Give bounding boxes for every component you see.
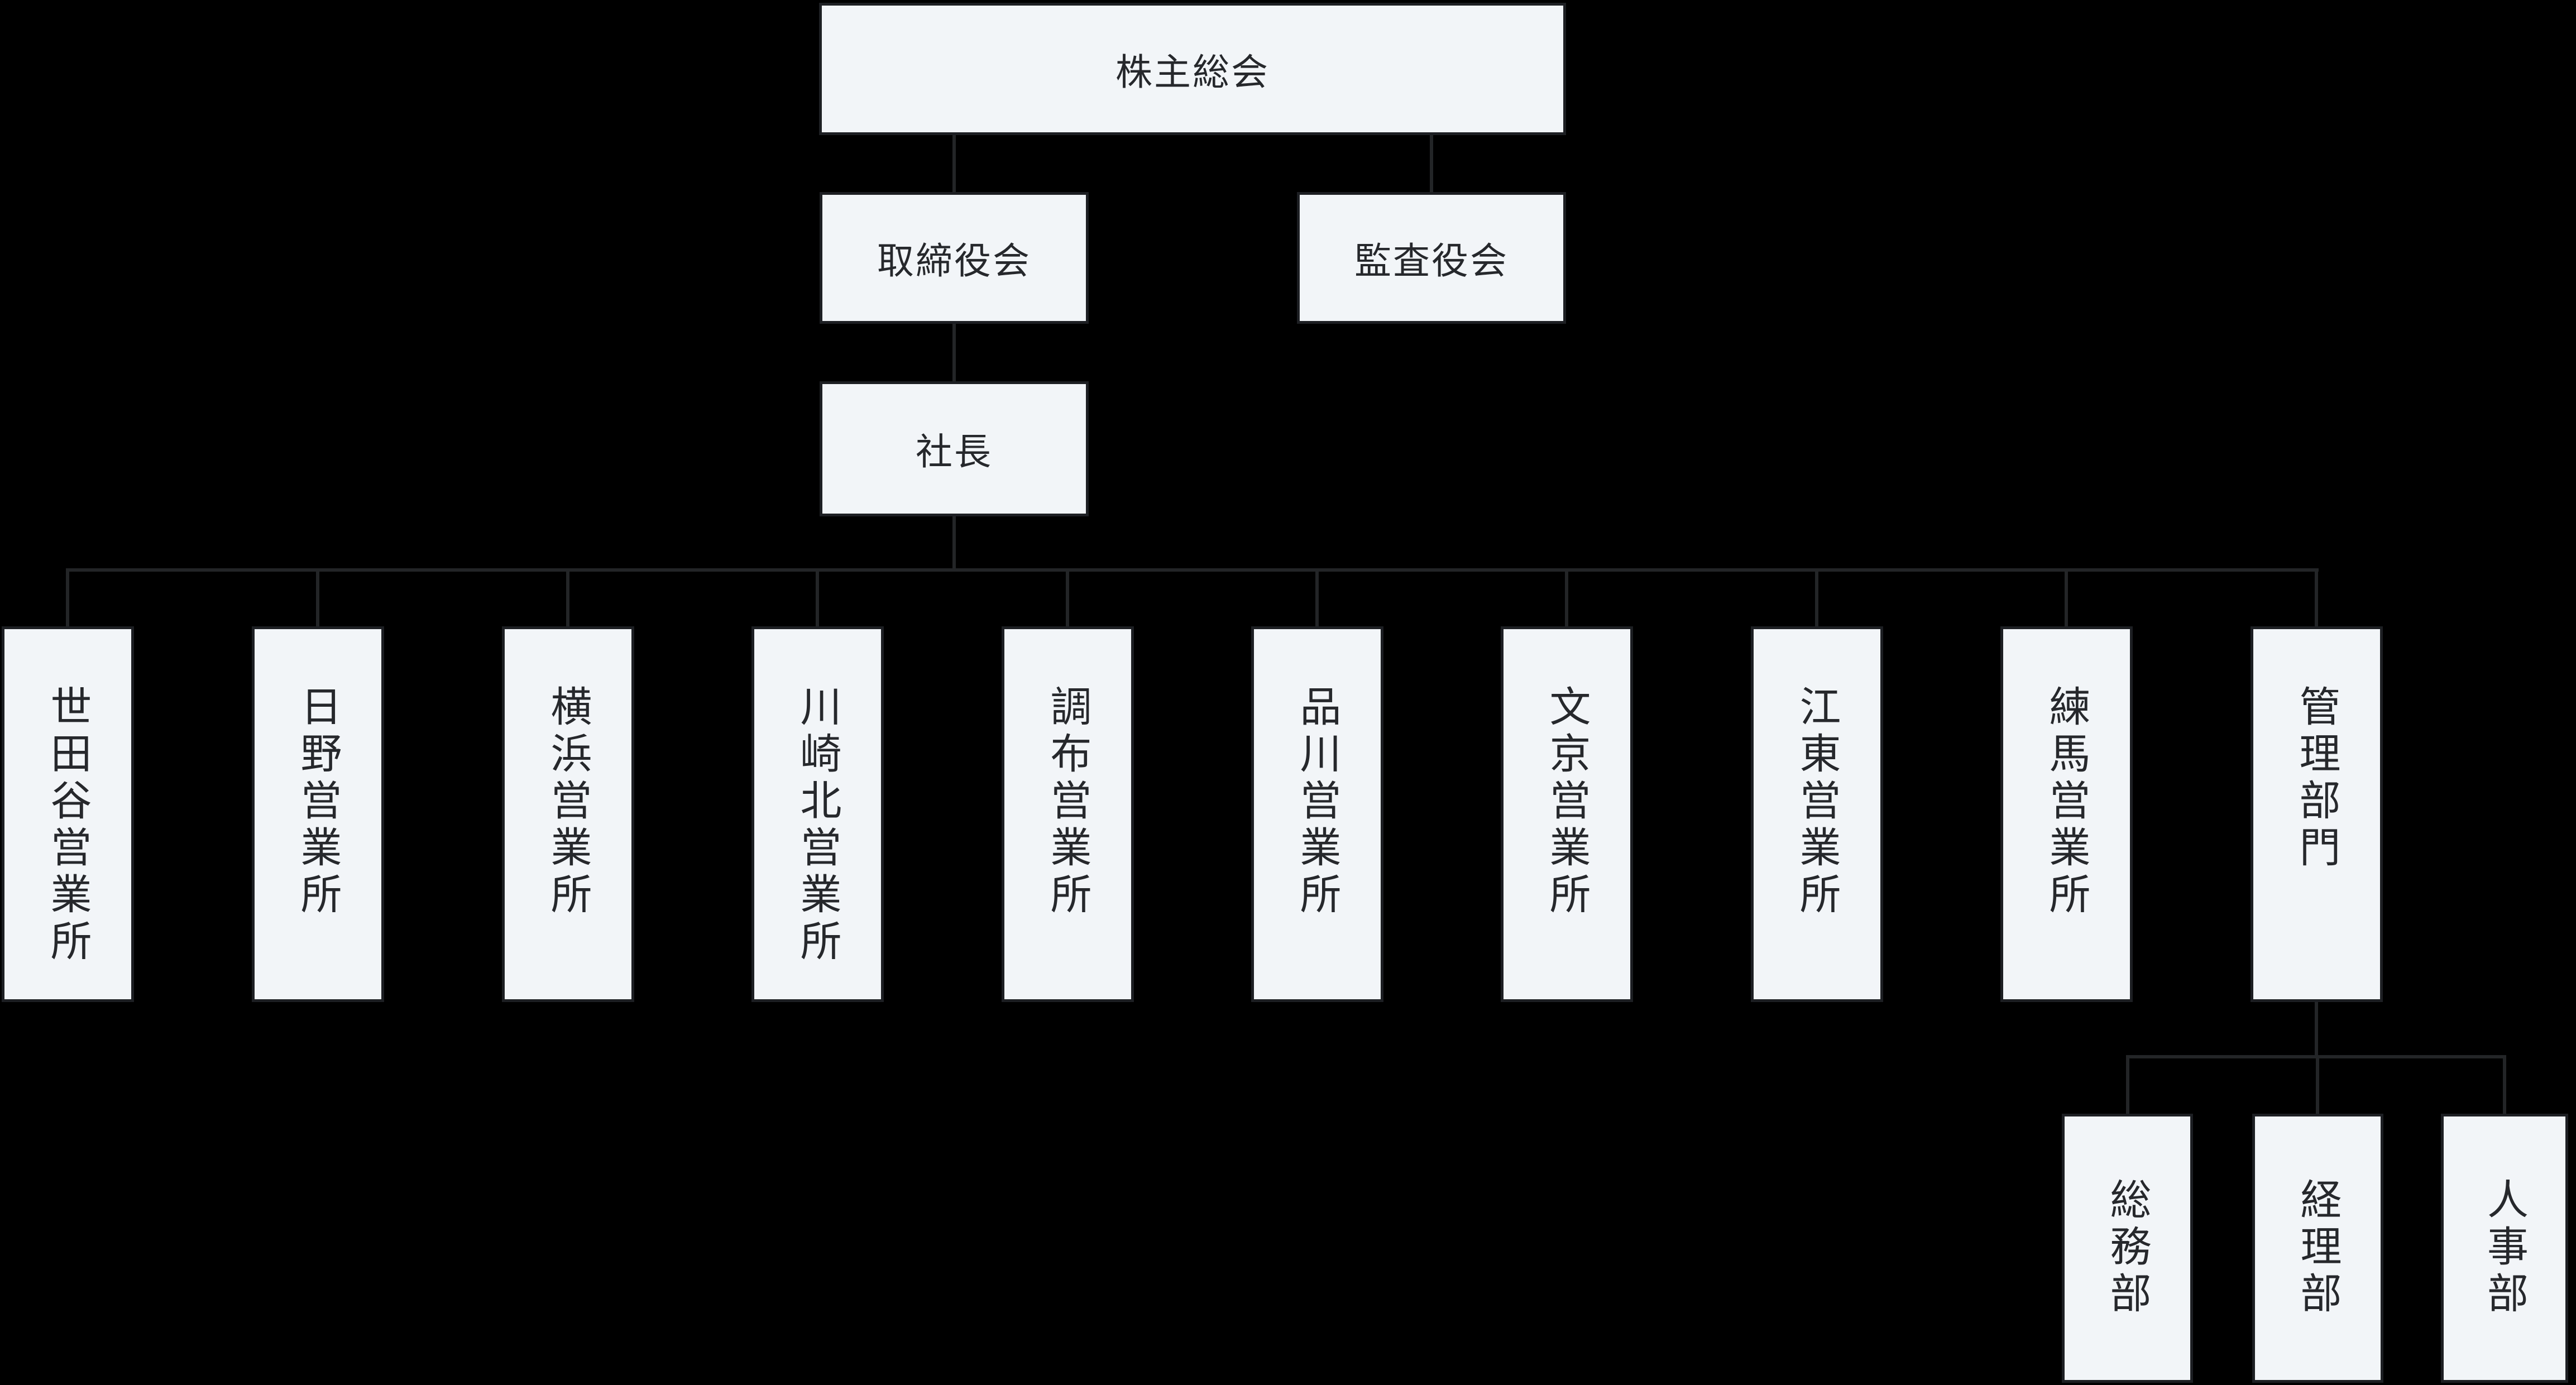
connector-drop-office-2	[566, 568, 569, 626]
connector-drop-office-6	[1565, 568, 1568, 626]
node-office-koto: 江東営業所	[1751, 626, 1883, 1002]
connector-shareholders-audit	[1430, 135, 1433, 192]
node-admin-division-label: 管理部門	[2292, 685, 2340, 873]
node-admin-division: 管理部門	[2251, 626, 2383, 1002]
node-office-yokohama: 横浜営業所	[502, 626, 634, 1002]
connector-president-rail	[952, 516, 956, 572]
connector-drop-office-1	[316, 568, 319, 626]
node-office-kawasakikita-label: 川崎北営業所	[793, 685, 841, 966]
connector-drop-office-7	[1815, 568, 1818, 626]
connector-drop-office-8	[2065, 568, 2068, 626]
node-president-label: 社長	[916, 430, 993, 473]
connector-drop-office-4	[1066, 568, 1069, 626]
node-office-chofu-label: 調布営業所	[1043, 685, 1091, 919]
connector-drop-admin-2	[2503, 1055, 2506, 1114]
node-office-bunkyo: 文京営業所	[1501, 626, 1633, 1002]
node-office-hino: 日野営業所	[252, 626, 384, 1002]
node-office-kawasakikita: 川崎北営業所	[751, 626, 884, 1002]
node-shareholders-meeting: 株主総会	[819, 3, 1566, 135]
connector-board-president	[952, 324, 956, 381]
node-office-setagaya: 世田谷営業所	[2, 626, 134, 1002]
node-dept-accounting: 経理部	[2252, 1114, 2383, 1383]
node-dept-general-affairs-label: 総務部	[2103, 1178, 2151, 1319]
node-audit-committee: 監査役会	[1297, 192, 1566, 324]
connector-drop-office-0	[66, 568, 69, 626]
node-office-shinagawa: 品川営業所	[1251, 626, 1383, 1002]
connector-drop-office-5	[1315, 568, 1319, 626]
node-office-yokohama-label: 横浜営業所	[544, 685, 592, 919]
node-audit-committee-label: 監査役会	[1354, 239, 1509, 282]
node-dept-general-affairs: 総務部	[2062, 1114, 2193, 1383]
connector-main-rail	[66, 568, 2319, 572]
node-office-chofu: 調布営業所	[1002, 626, 1134, 1002]
node-office-bunkyo-label: 文京営業所	[1543, 685, 1591, 919]
connector-drop-office-3	[816, 568, 819, 626]
node-dept-accounting-label: 経理部	[2293, 1178, 2342, 1319]
node-office-shinagawa-label: 品川営業所	[1293, 685, 1341, 919]
connector-admin-subrail	[2315, 1002, 2318, 1058]
node-dept-human-resources: 人事部	[2441, 1114, 2568, 1383]
node-board-of-directors-label: 取締役会	[877, 239, 1031, 282]
node-dept-human-resources-label: 人事部	[2480, 1178, 2529, 1319]
node-office-koto-label: 江東営業所	[1793, 685, 1841, 919]
node-shareholders-meeting-label: 株主総会	[1115, 50, 1270, 94]
connector-shareholders-board	[952, 135, 956, 192]
node-president: 社長	[820, 381, 1089, 516]
node-office-hino-label: 日野営業所	[294, 685, 342, 919]
node-office-nerima: 練馬営業所	[2000, 626, 2133, 1002]
node-board-of-directors: 取締役会	[820, 192, 1089, 324]
connector-drop-admin-1	[2316, 1055, 2319, 1114]
connector-drop-office-9	[2315, 568, 2318, 626]
connector-drop-admin-0	[2126, 1055, 2129, 1114]
node-office-setagaya-label: 世田谷営業所	[44, 685, 92, 966]
node-office-nerima-label: 練馬営業所	[2042, 685, 2090, 919]
